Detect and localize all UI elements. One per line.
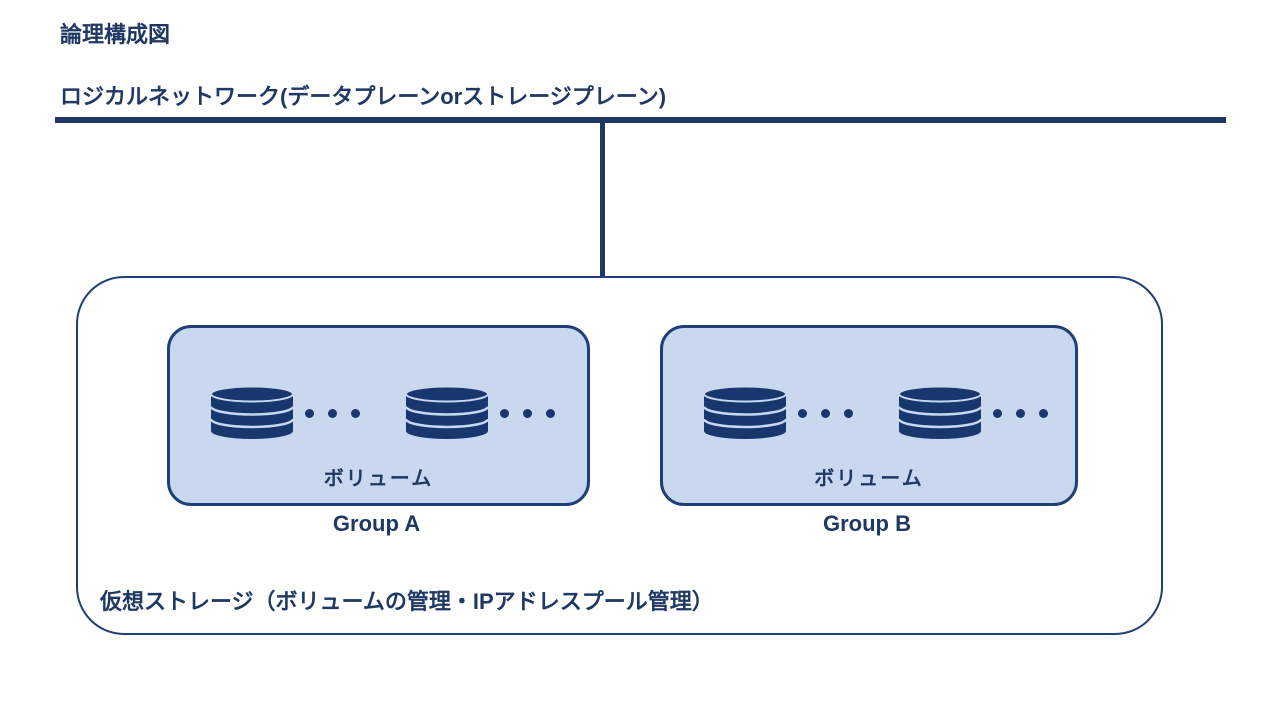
ellipsis-dots-icon: [993, 408, 1048, 418]
group-b-name: Group B: [823, 511, 911, 536]
dot-icon: [546, 408, 555, 418]
database-icon: [897, 385, 983, 439]
dot-icon: [351, 408, 360, 418]
virtual-storage-container: ボリューム: [76, 276, 1163, 635]
database-icon: [702, 385, 788, 439]
dot-icon: [993, 408, 1002, 418]
dot-icon: [523, 408, 532, 418]
ellipsis-dots-icon: [500, 408, 555, 418]
database-icon: [404, 385, 490, 439]
network-connector-line: [600, 123, 605, 278]
page-title: 論理構成図: [60, 22, 171, 47]
dot-icon: [328, 408, 337, 418]
group-b-box: ボリューム: [660, 325, 1078, 506]
dot-icon: [305, 408, 314, 418]
dot-icon: [1016, 408, 1025, 418]
volume-unit: [404, 385, 555, 441]
group-a-name: Group A: [332, 511, 421, 536]
volume-label: ボリューム: [323, 468, 434, 490]
ellipsis-dots-icon: [305, 408, 360, 418]
volume-unit: [897, 385, 1048, 441]
volume-label: ボリューム: [814, 468, 924, 490]
dot-icon: [821, 408, 830, 418]
ellipsis-dots-icon: [798, 408, 853, 418]
volume-unit: [209, 385, 360, 441]
dot-icon: [500, 408, 509, 418]
network-bus-line: [55, 117, 1226, 123]
logical-network-label: ロジカルネットワーク(データプレーンorストレージプレーン): [60, 84, 667, 109]
group-a-box: ボリューム: [167, 325, 590, 506]
volume-unit: [702, 385, 853, 441]
virtual-storage-label: 仮想ストレージ（ボリュームの管理・IPアドレスプール管理）: [100, 589, 714, 614]
dot-icon: [1039, 408, 1048, 418]
database-icon: [209, 385, 295, 439]
dot-icon: [844, 408, 853, 418]
dot-icon: [798, 408, 807, 418]
